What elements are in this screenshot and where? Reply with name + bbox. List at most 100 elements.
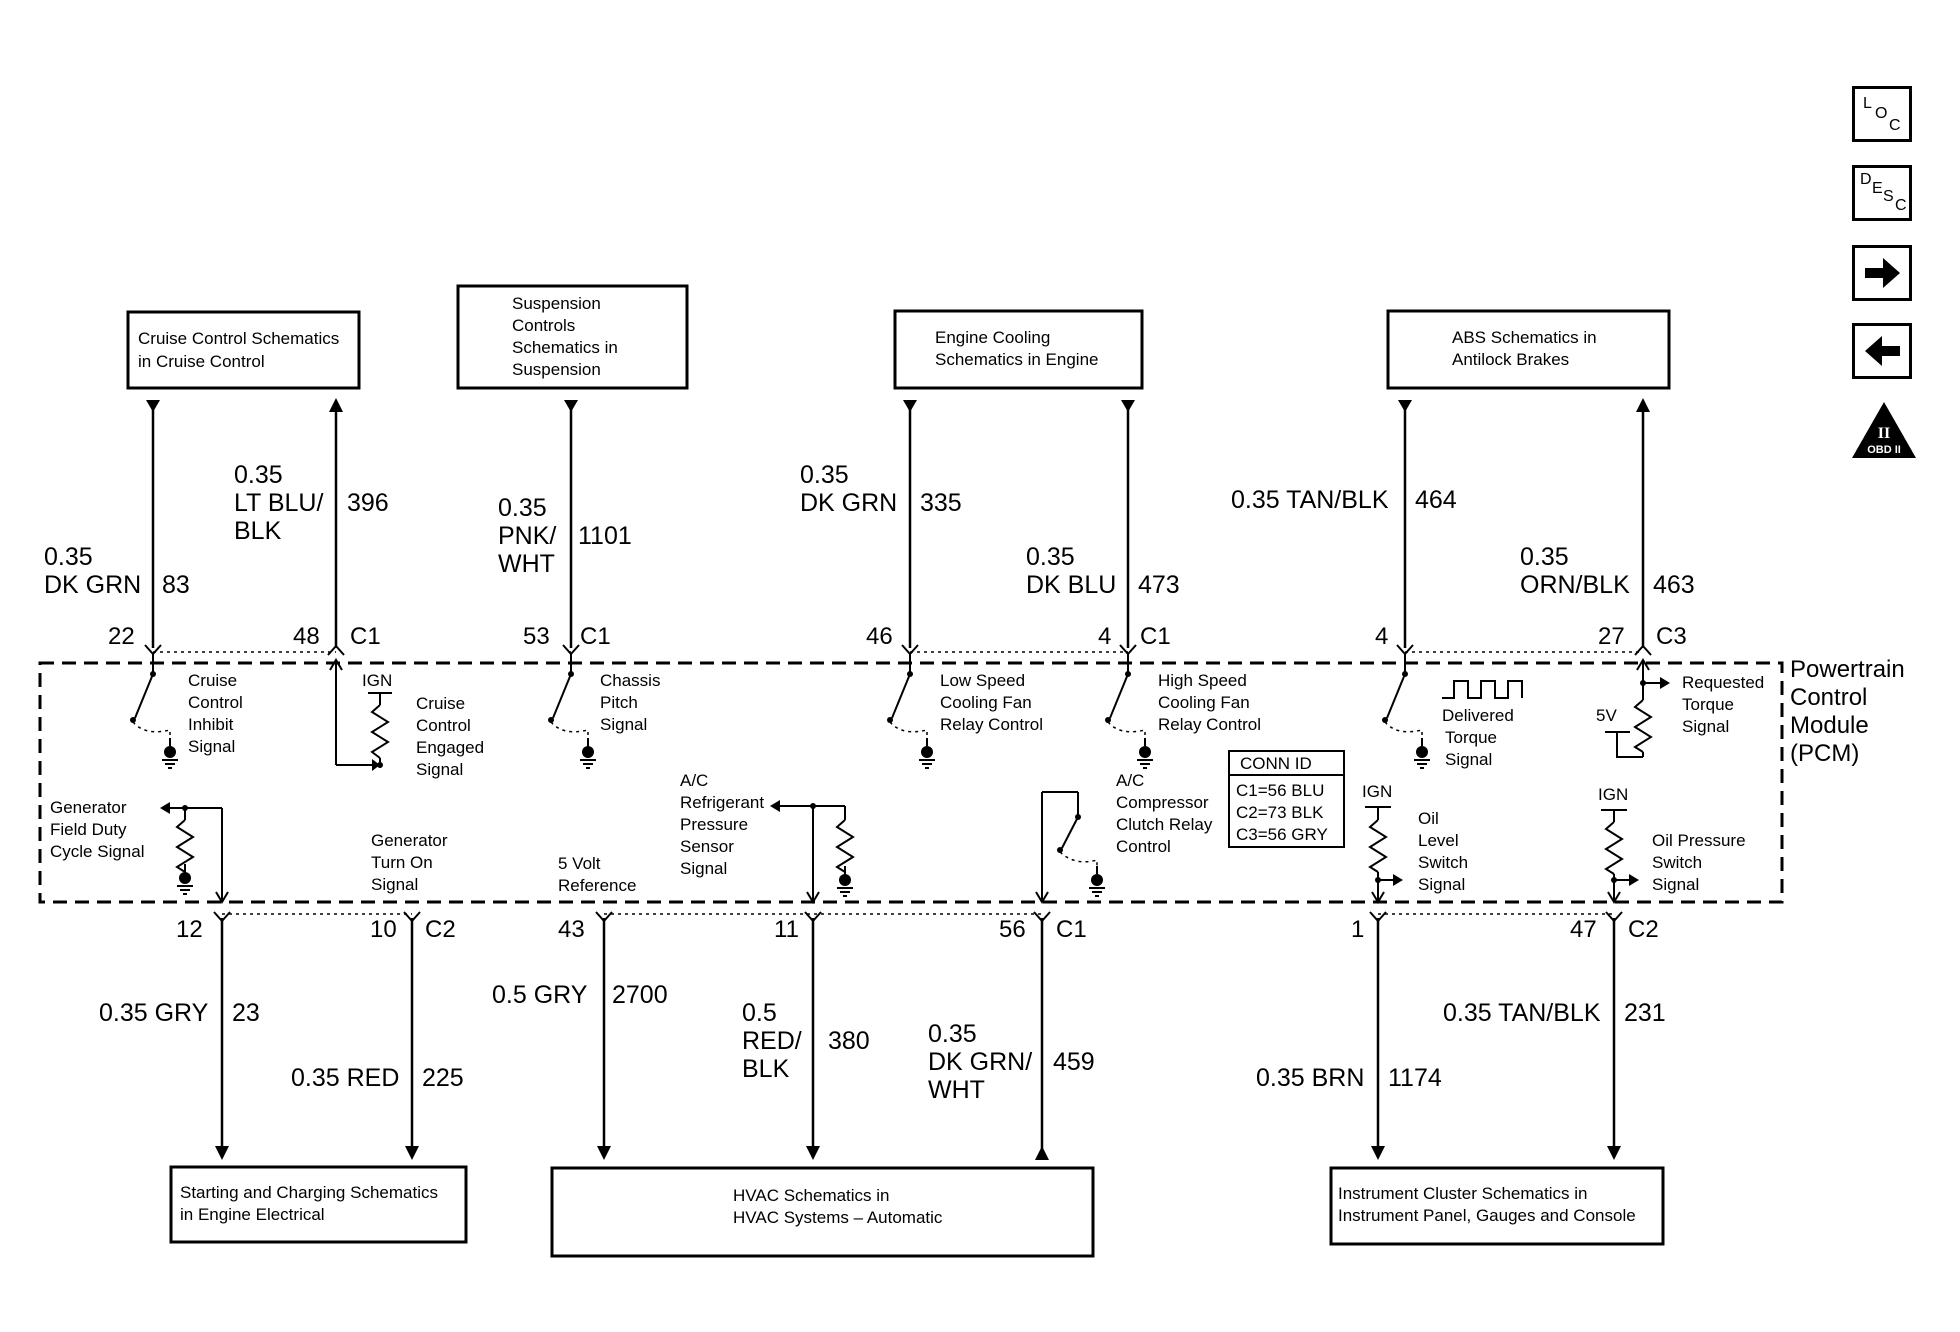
svg-text:Oil: Oil: [1418, 809, 1439, 828]
svg-text:Cruise: Cruise: [416, 694, 465, 713]
svg-text:5 Volt: 5 Volt: [558, 854, 601, 873]
svg-text:DK GRN/: DK GRN/: [928, 1048, 1032, 1076]
loc-button[interactable]: L O C: [1852, 86, 1912, 142]
switch-cruise-inhibit: Cruise Control Inhibit Signal: [130, 654, 243, 769]
pwm-waveform-icon: [1442, 680, 1523, 699]
desc-button[interactable]: D E S C: [1852, 165, 1912, 221]
svg-text:1: 1: [1351, 916, 1364, 943]
svg-text:1174: 1174: [1388, 1064, 1442, 1092]
svg-text:0.35: 0.35: [1026, 543, 1075, 571]
box-suspension[interactable]: Suspension Controls Schematics in Suspen…: [456, 284, 689, 390]
box-instrument-cluster[interactable]: Instrument Cluster Schematics in Instrum…: [1329, 1166, 1665, 1246]
svg-text:A/C: A/C: [680, 771, 708, 790]
svg-text:C2=73 BLK: C2=73 BLK: [1236, 803, 1324, 822]
svg-text:Cruise: Cruise: [188, 671, 237, 690]
box-starting-charging[interactable]: Starting and Charging Schematics in Engi…: [169, 1165, 468, 1244]
svg-text:WHT: WHT: [498, 550, 555, 578]
svg-text:Switch: Switch: [1652, 853, 1702, 872]
svg-text:0.35: 0.35: [1520, 543, 1569, 571]
svg-text:ORN/BLK: ORN/BLK: [1520, 571, 1630, 599]
svg-text:Reference: Reference: [558, 876, 636, 895]
wire-396: 0.35 LT BLU/ BLK 396 48 C1: [234, 398, 389, 656]
wire-2700: 0.5 GRY 2700 43 5 Volt Reference: [492, 854, 668, 1160]
svg-text:0.35 GRY: 0.35 GRY: [99, 999, 209, 1027]
svg-text:5V: 5V: [1596, 706, 1617, 725]
svg-text:Cycle Signal: Cycle Signal: [50, 842, 145, 861]
svg-text:(PCM): (PCM): [1790, 740, 1859, 767]
box-abs[interactable]: ABS Schematics in Antilock Brakes: [1386, 309, 1671, 390]
box-cruise-control[interactable]: Cruise Control Schematics in Cruise Cont…: [126, 310, 361, 390]
svg-text:48: 48: [293, 623, 320, 650]
obd-label: OBD II: [1867, 444, 1901, 456]
switch-delivered-torque: Delivered Torque Signal: [1382, 654, 1523, 769]
svg-text:WHT: WHT: [928, 1076, 985, 1104]
svg-text:0.35 RED: 0.35 RED: [291, 1064, 399, 1092]
svg-text:C1: C1: [580, 623, 611, 650]
wire-83: 0.35 DK GRN 83 22: [44, 400, 190, 656]
svg-text:1101: 1101: [578, 522, 632, 550]
svg-text:C2: C2: [425, 916, 456, 943]
box-hvac[interactable]: HVAC Schematics in HVAC Systems – Automa…: [550, 1166, 1095, 1258]
svg-text:23: 23: [232, 999, 260, 1027]
svg-text:Compressor: Compressor: [1116, 793, 1209, 812]
svg-text:Signal: Signal: [600, 715, 647, 734]
svg-text:C3=56 GRY: C3=56 GRY: [1236, 825, 1328, 844]
obd-roman: II: [1878, 425, 1890, 442]
next-page-button[interactable]: [1852, 245, 1912, 301]
svg-text:Chassis: Chassis: [600, 671, 660, 690]
svg-text:10: 10: [370, 916, 397, 943]
svg-text:Powertrain: Powertrain: [1790, 656, 1905, 683]
svg-text:Field Duty: Field Duty: [50, 820, 127, 839]
svg-text:464: 464: [1415, 486, 1457, 514]
loc-letter: O: [1875, 105, 1888, 122]
svg-text:Delivered: Delivered: [1442, 706, 1514, 725]
wire-231: 0.35 TAN/BLK 231 47 C2: [1443, 911, 1666, 1160]
box-engine-cooling[interactable]: Engine Cooling Schematics in Engine: [893, 309, 1144, 390]
svg-text:Sensor: Sensor: [680, 837, 734, 856]
svg-text:225: 225: [422, 1064, 464, 1092]
svg-text:0.35 TAN/BLK: 0.35 TAN/BLK: [1443, 999, 1601, 1027]
arrow-right-icon: [1865, 258, 1900, 288]
svg-text:Signal: Signal: [371, 875, 418, 894]
svg-text:83: 83: [162, 571, 190, 599]
svg-text:Signal: Signal: [416, 760, 463, 779]
svg-text:Control: Control: [1790, 684, 1867, 711]
svg-text:Low Speed: Low Speed: [940, 671, 1025, 690]
svg-text:Engaged: Engaged: [416, 738, 484, 757]
svg-text:380: 380: [828, 1027, 870, 1055]
svg-text:Cooling Fan: Cooling Fan: [1158, 693, 1250, 712]
svg-text:LT BLU/: LT BLU/: [234, 489, 323, 517]
svg-text:Control: Control: [188, 693, 243, 712]
svg-text:47: 47: [1570, 916, 1597, 943]
svg-text:43: 43: [558, 916, 585, 943]
svg-text:Starting and Charging Schemati: Starting and Charging Schematics: [180, 1183, 438, 1202]
svg-text:Cruise Control Schematics: Cruise Control Schematics: [138, 329, 339, 348]
svg-text:0.5 GRY: 0.5 GRY: [492, 981, 588, 1009]
svg-text:Signal: Signal: [188, 737, 235, 756]
svg-text:Torque: Torque: [1682, 695, 1734, 714]
svg-text:Generator: Generator: [50, 798, 127, 817]
resistor-generator-field: Generator Field Duty Cycle Signal: [50, 798, 229, 904]
svg-text:BLK: BLK: [742, 1055, 790, 1083]
svg-text:Control: Control: [416, 716, 471, 735]
svg-text:Relay Control: Relay Control: [940, 715, 1043, 734]
svg-text:Signal: Signal: [1445, 750, 1492, 769]
svg-text:53: 53: [523, 623, 550, 650]
wire-459: 0.35 DK GRN/ WHT 459 56 C1: [928, 911, 1095, 1160]
svg-text:0.35 BRN: 0.35 BRN: [1256, 1064, 1364, 1092]
svg-text:Controls: Controls: [512, 316, 575, 335]
svg-text:0.35: 0.35: [928, 1020, 977, 1048]
svg-text:22: 22: [108, 623, 135, 650]
svg-text:High Speed: High Speed: [1158, 671, 1247, 690]
svg-text:Control: Control: [1116, 837, 1171, 856]
prev-page-button[interactable]: [1852, 323, 1912, 379]
svg-text:Instrument Panel, Gauges and C: Instrument Panel, Gauges and Console: [1338, 1206, 1636, 1225]
svg-text:Engine Cooling: Engine Cooling: [935, 328, 1050, 347]
svg-text:Generator: Generator: [371, 831, 448, 850]
svg-text:12: 12: [176, 916, 203, 943]
svg-text:Turn On: Turn On: [371, 853, 433, 872]
obd-ii-badge[interactable]: II OBD II: [1850, 400, 1918, 460]
svg-text:463: 463: [1653, 571, 1695, 599]
svg-text:C2: C2: [1628, 916, 1659, 943]
switch-low-speed-fan: Low Speed Cooling Fan Relay Control: [887, 654, 1043, 769]
